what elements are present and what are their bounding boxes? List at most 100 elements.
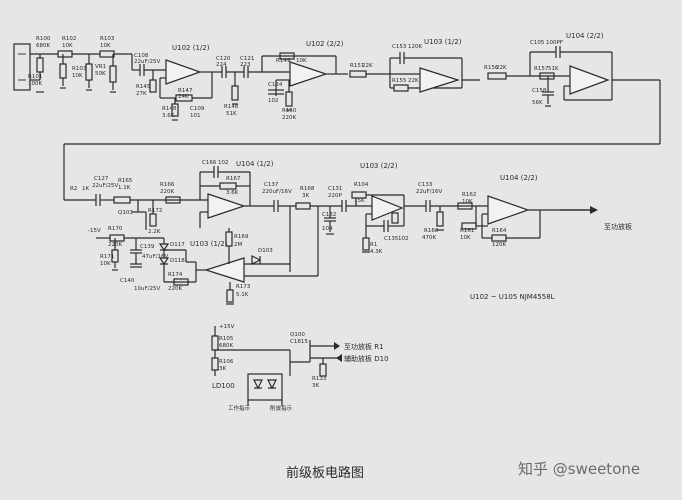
label-r173-value: 5.1K (236, 292, 249, 298)
label-c139-value: 47uF/16V (142, 254, 168, 260)
label-r166: R166 (160, 182, 175, 188)
label-r165: R165 (118, 178, 133, 184)
label-r171-value: 10K (100, 261, 111, 267)
label-r105-value: 680K (219, 343, 233, 349)
label-c140-value: 10uF/25V (134, 286, 160, 292)
opamp-u103a (419, 67, 460, 93)
label-to-main-r1: 至功放板 R1 (344, 342, 384, 351)
label-r167-value: 3.6K (226, 190, 239, 196)
label-c158-value: 56K (532, 100, 543, 106)
label-c140: C140 (120, 278, 135, 284)
label-opamp-note: U102 ~ U105 NJM4558L (470, 293, 555, 301)
label-c135-value: 102 (398, 236, 409, 242)
label-r172: R172 (148, 208, 162, 214)
label-u104b: U104 (2/2) (500, 174, 538, 182)
label-r165-value: 1.1K (118, 185, 131, 191)
label-c131-value: 220P (328, 193, 342, 199)
label-c135: C135 (384, 236, 399, 242)
label-r133: R133 (312, 376, 327, 382)
label-r174: R174 (168, 272, 183, 278)
label-r170-value: 220K (108, 242, 122, 248)
label-r148: R148 (162, 106, 177, 112)
u105-stage (487, 46, 660, 104)
label-led-work: 工作指示 (228, 404, 251, 412)
label-c166: C166 (202, 160, 217, 166)
label-c124-value: 102 (268, 98, 279, 104)
label-c127: C127 (94, 176, 109, 182)
label-c124: C124 (268, 82, 283, 88)
label-led-clip: 削波指示 (270, 404, 293, 412)
label-r147-value: 24K (178, 94, 189, 100)
label-d118: D118 (170, 258, 185, 264)
label-r174-value: 220K (168, 286, 182, 292)
label-c120: C120 (216, 56, 231, 62)
label-c120-value: 224 (216, 62, 227, 68)
label-r145: R145 (136, 84, 151, 90)
bias-network (96, 234, 196, 286)
label-r151-value: 22K (362, 63, 373, 69)
label-r101: R101 (28, 74, 42, 80)
label-r161: R161 (460, 228, 474, 234)
label-r150: R150 (282, 108, 297, 114)
input-jack (13, 43, 31, 91)
label-c153-value: 120K (408, 44, 422, 50)
label-r167: R167 (226, 176, 241, 182)
label-r170: R170 (108, 226, 123, 232)
label-r145-value: 27K (136, 91, 147, 97)
label-r157-value: 51K (548, 66, 559, 72)
u103b-input-network (324, 191, 405, 251)
label-c108: C108 (134, 53, 149, 59)
label-u104a: U104 (1/2) (236, 160, 274, 168)
label-r102-value: 10K (62, 43, 73, 49)
label-r156-value: 22K (496, 65, 507, 71)
label-r162: R162 (462, 192, 476, 198)
label-r149-value: 10K (296, 58, 307, 64)
label-r104: R104 (354, 182, 369, 188)
input-network (30, 50, 166, 93)
label-r155: R155 (392, 78, 407, 84)
u102b-feedback (261, 52, 348, 107)
label-r148b-value: 51K (226, 111, 237, 117)
label-r172-value: 2.2K (148, 229, 161, 235)
label-r166-value: 220K (160, 189, 174, 195)
u103a-stage (349, 52, 480, 92)
label-r155-value: 22K (408, 78, 419, 84)
label-r156: R156 (484, 65, 499, 71)
label-q103: Q103 (118, 210, 133, 216)
label-r100: R100 (36, 36, 51, 42)
label-r171: R171 (100, 254, 114, 260)
label-u102a: U102 (1/2) (172, 44, 210, 52)
label-r101-value: 100K (28, 81, 42, 87)
label-r105: R105 (219, 336, 234, 342)
label-c131: C131 (328, 186, 342, 192)
label-c105-value: 100PF (546, 40, 563, 46)
label-c105: C105 (530, 40, 545, 46)
label-c137-value: 220uF/16V (262, 189, 292, 195)
label-c109: C109 (190, 106, 205, 112)
label-d103: D103 (258, 248, 273, 254)
label-r149: R149 (276, 58, 291, 64)
label-c158: C158 (532, 88, 547, 94)
label-r106: R106 (219, 359, 234, 365)
label-r173: R173 (236, 284, 251, 290)
c120-c121-network (212, 66, 290, 101)
label-c139: C139 (140, 244, 155, 250)
label-r104-value: 15K (354, 198, 365, 204)
output-arrow (560, 206, 598, 214)
label-r102: R102 (62, 36, 76, 42)
label-r157: R157 (534, 66, 549, 72)
label-d117: D117 (170, 242, 185, 248)
label-pos15: +15V (219, 324, 235, 330)
label-r2-value: 1K (82, 186, 89, 192)
u104b-stage (404, 200, 590, 242)
label-r2: R2 (70, 186, 77, 192)
u102a-feedback (159, 71, 213, 117)
label-c133: C133 (418, 182, 433, 188)
label-r104-top: R103 (100, 36, 115, 42)
label-r164-value: 120K (492, 242, 506, 248)
label-q100-value: C1815 (290, 339, 308, 345)
label-r162-value: 10K (462, 199, 473, 205)
label-r148-value: 3.6K (162, 113, 175, 119)
label-c132: C132 (322, 212, 336, 218)
